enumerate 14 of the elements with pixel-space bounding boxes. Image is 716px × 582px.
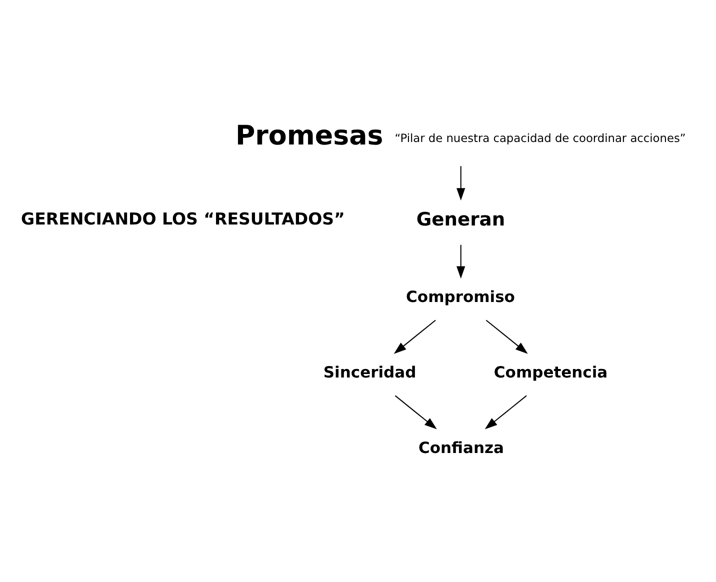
arrow: [484, 395, 527, 430]
arrow: [394, 320, 436, 354]
arrow: [394, 395, 437, 430]
label: GERENCIANDO LOS “RESULTADOS”: [21, 210, 345, 229]
arrow: [456, 166, 466, 201]
node-text: Generan: [416, 209, 506, 230]
arrow: [486, 320, 528, 354]
arrow: [456, 244, 466, 279]
node-text: Promesas: [236, 120, 384, 152]
node-text: Competencia: [494, 363, 608, 382]
node-text: Confianza: [418, 438, 504, 457]
node-text: Compromiso: [406, 288, 515, 306]
node-text: Sinceridad: [323, 363, 416, 382]
node-label: “Pilar de nuestra capacidad de coordinar acciones”: [394, 130, 686, 145]
